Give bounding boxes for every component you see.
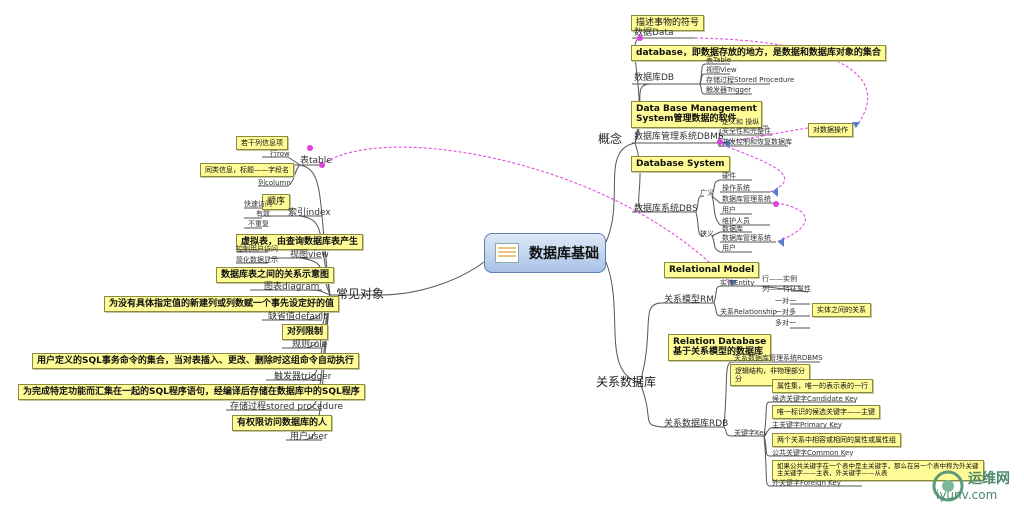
note-procedure: 为完成特定功能而汇集在一起的SQL程序语句，经编译后存储在数据库中的SQL程序 — [18, 384, 365, 401]
table-icon — [495, 243, 519, 263]
note-dbms: Data Base Management System管理数据的软件 — [631, 101, 762, 128]
node-key[interactable]: 关键字Key — [734, 429, 768, 437]
node-diagram[interactable]: 图表diagram — [264, 282, 320, 292]
dbs-broad-item: 操作系统 — [722, 184, 750, 192]
note-logic-line2: 分 — [735, 375, 742, 384]
central-topic[interactable]: 数据库基础 — [484, 233, 606, 273]
link-broad-narrow — [775, 202, 806, 243]
index-item: 不重复 — [248, 220, 269, 228]
note-relationship: 实体之间的关系 — [812, 303, 871, 318]
note-data: 描述事物的符号 — [631, 15, 705, 32]
link-data-ops — [694, 37, 869, 129]
table-column: 列column — [258, 179, 291, 187]
node-view[interactable]: 视图view — [290, 250, 329, 260]
note-diagram: 数据库表之间的关系示意图 — [216, 267, 335, 284]
note-candidate-key: 属性集，唯一的表示表的一行 — [772, 379, 873, 394]
primary-key[interactable]: 主关键字Primary Key — [772, 421, 842, 429]
note-logic-line1: 逻辑结构，非物理部分 — [735, 367, 805, 375]
note-common-key: 两个关系中相容或相同的属性或属性组 — [772, 433, 901, 448]
dbms-item: 安全性和完整性 — [722, 127, 771, 135]
node-rdbms[interactable]: 关系数据库管理系统RDBMS — [734, 354, 823, 362]
db-item: 触发器Trigger — [706, 86, 752, 94]
dbs-broad-item: 数据库管理系统 — [722, 195, 771, 203]
branch-common[interactable]: 常见对象 — [336, 287, 385, 301]
db-item: 存储过程Stored Procedure — [706, 76, 795, 84]
view-item: 简化数据显示 — [236, 256, 278, 264]
link-table-entity — [321, 146, 733, 286]
dbs-broad-item: 硬件 — [722, 172, 736, 180]
node-rm[interactable]: 关系模型RM — [664, 295, 715, 305]
edge-central-concept — [605, 142, 636, 243]
node-dbms[interactable]: 数据库管理系统DBMS — [634, 132, 724, 142]
edge-central-common — [379, 261, 485, 296]
dbs-broad-item: 维护人员 — [722, 217, 750, 225]
node-rdb[interactable]: 关系数据库RDB — [664, 419, 729, 429]
central-title: 数据库基础 — [529, 246, 599, 262]
relationship-item: 一对多 — [775, 308, 796, 316]
node-db[interactable]: 数据库DB — [634, 73, 675, 83]
node-dbs[interactable]: 数据库系统DBS — [634, 204, 698, 214]
note-rm: Relational Model — [664, 262, 760, 279]
note-rule: 对列限制 — [282, 324, 329, 341]
dbs-narrow-item: 用户 — [722, 244, 736, 252]
node-procedure[interactable]: 存储过程stored procedure — [230, 402, 344, 412]
node-index[interactable]: 索引index — [288, 208, 331, 218]
dbs-narrow-item: 数据库 — [722, 225, 743, 233]
note-view: 虚拟表，由查询数据库表产生 — [236, 234, 364, 251]
candidate-key[interactable]: 候选关键字Candidate Key — [772, 395, 858, 403]
note-rdb-line1: Relation Database — [673, 337, 767, 347]
dbs-broad: 广义 — [700, 189, 714, 197]
note-foreign-key-line2: 主关键字——主表，外关键字——从表 — [777, 469, 888, 478]
note-data-operations: 对数据操作 — [808, 123, 853, 138]
table-row: 行row — [270, 150, 290, 158]
branch-relational[interactable]: 关系数据库 — [596, 375, 657, 389]
common-key[interactable]: 公共关键字Common Key — [772, 449, 854, 457]
note-primary-key: 唯一标识的候选关键字——主键 — [772, 405, 880, 420]
node-trigger[interactable]: 触发器trigger — [274, 372, 332, 382]
note-dbms-line1: Data Base Management — [636, 104, 757, 114]
node-relationship[interactable]: 关系Relationship — [720, 308, 777, 316]
note-rdb-line2: 基于关系模型的数据库 — [673, 347, 764, 358]
note-dbs: Database System — [631, 156, 730, 173]
note-db: database，即数据存放的地方，是数据和数据库对象的集合 — [631, 45, 886, 62]
dbs-broad-item: 用户 — [722, 206, 736, 214]
watermark-cn: 运维网 — [968, 471, 1010, 487]
note-table: 若干列信息项 — [236, 136, 288, 151]
edge-central-relational — [605, 261, 641, 384]
db-item: 表Table — [706, 56, 732, 64]
dbms-item: 定义和 操纵 — [722, 118, 760, 126]
watermark-en: iyunv.com — [936, 488, 998, 502]
note-trigger: 用户定义的SQL事务命令的集合，当对表插入、更改、删除时这组命令自动执行 — [32, 353, 359, 370]
node-data[interactable]: 数据Data — [634, 28, 674, 38]
entity-item: 行——实例 — [762, 275, 797, 283]
index-item: 快速访问 — [244, 200, 272, 208]
node-user[interactable]: 用户user — [290, 432, 328, 442]
index-item: 有效 — [256, 210, 270, 218]
note-foreign-key-line1: 如果公共关键字在一个表中是主关键字，那么在另一个表中称为外关键 — [777, 462, 979, 470]
note-index: 顺序 — [262, 194, 291, 211]
foreign-key[interactable]: 外关键字Foreign Key — [772, 479, 841, 487]
view-item: 控制用户访问 — [236, 245, 278, 253]
node-entity[interactable]: 实体Entity — [720, 279, 755, 287]
node-table[interactable]: 表table — [300, 156, 332, 166]
dbs-narrow-item: 数据库管理系统 — [722, 234, 771, 242]
watermark-logo-icon — [932, 470, 964, 502]
node-rule[interactable]: 规则rule — [292, 340, 328, 350]
note-default: 为没有具体指定值的新建列或列数赋一个事先设定好的值 — [104, 296, 340, 313]
note-dbms-line2: System管理数据的软件 — [636, 114, 737, 125]
note-user: 有权限访问数据库的人 — [232, 415, 333, 432]
link-dbms-broad — [717, 142, 786, 193]
note-foreign-key: 如果公共关键字在一个表中是主关键字，那么在另一个表中称为外关键 主关键字——主表… — [772, 460, 984, 481]
entity-item: 列——特征属性 — [762, 285, 811, 293]
dbs-narrow: 狭义 — [700, 230, 714, 238]
relationship-item: 多对一 — [775, 319, 796, 327]
db-item: 视图View — [706, 66, 737, 74]
note-field: 同类信息，标题——字段名 — [200, 163, 294, 178]
node-default[interactable]: 缺省值default — [268, 312, 327, 322]
relationship-item: 一对一 — [775, 297, 796, 305]
note-rdb: Relation Database 基于关系模型的数据库 — [668, 334, 772, 361]
branch-concept[interactable]: 概念 — [598, 132, 623, 146]
dbms-item: 并发控制和恢复数据库 — [722, 138, 792, 146]
